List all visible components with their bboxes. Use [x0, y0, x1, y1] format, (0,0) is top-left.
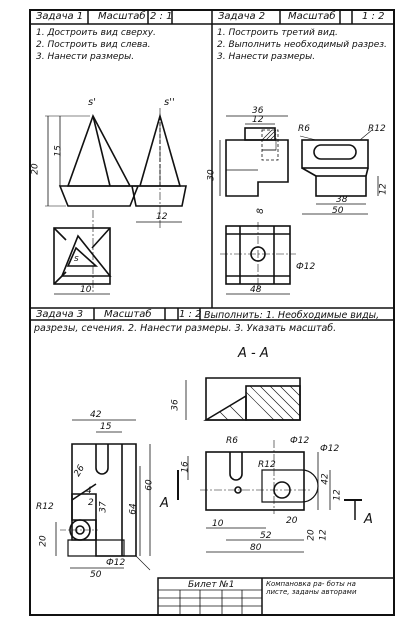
- task3-dim-80: 80: [250, 543, 262, 553]
- task2-label: Задача 2: [218, 11, 266, 22]
- task3-dim-20b: 20: [286, 516, 298, 526]
- task2-dim-12b: 12: [378, 183, 389, 195]
- task3-dim-64: 64: [128, 503, 139, 515]
- task1-item-3: 3. Нанести размеры.: [36, 52, 135, 62]
- task1-point-s2: s'': [164, 97, 175, 108]
- task1-dim-20: 20: [30, 163, 41, 175]
- task1-point-s: s: [74, 254, 79, 264]
- task3-dim-15: 15: [100, 422, 112, 432]
- task1-scale: 2 : 1: [150, 11, 173, 22]
- task3-dim-42: 42: [90, 410, 102, 420]
- task3-dim-r6: R6: [226, 436, 238, 446]
- task3-dim-2: 2: [88, 498, 94, 508]
- task1-dim-15: 15: [53, 145, 64, 157]
- ticket-number: Билет №1: [188, 580, 235, 590]
- task3-dim-20: 20: [38, 535, 49, 547]
- task2-dim-48: 48: [250, 285, 262, 295]
- task3-dim-12c: 12: [318, 529, 329, 541]
- task3-cut-a-right: А: [364, 512, 373, 527]
- task2-dim-30: 30: [206, 169, 217, 181]
- task3-section-label: А - А: [238, 346, 269, 361]
- task3-dim-r12b: R12: [36, 502, 54, 512]
- task3-dim-r12: R12: [258, 460, 276, 470]
- task2-drawing: [219, 115, 379, 295]
- task2-dim-36: 36: [252, 106, 264, 116]
- title-block: [157, 577, 395, 616]
- task3-drawing: [55, 377, 362, 571]
- task3-line-1: Выполнить: 1. Необходимые виды,: [204, 310, 380, 321]
- task2-dim-8: 8: [255, 208, 266, 214]
- task3-dim-12: 12: [332, 489, 343, 501]
- task3-scale: 1 : 2: [179, 309, 202, 320]
- task1-item-2: 2. Построить вид слева.: [36, 40, 151, 50]
- task3-dim-phi12a: Ф12: [290, 436, 310, 446]
- task2-scale-label: Масштаб: [288, 11, 336, 22]
- task3-scale-label: Масштаб: [104, 309, 152, 320]
- task2-dim-12: 12: [252, 115, 264, 125]
- task1-point-s1: s': [88, 97, 96, 108]
- task3-label: Задача 3: [36, 309, 84, 320]
- task3-dim-37: 37: [98, 501, 109, 513]
- task3-line-2: разрезы, сечения. 2. Нанести размеры. 3.…: [34, 323, 337, 334]
- task2-dim-38: 38: [336, 195, 348, 205]
- task1-dim-12: 12: [156, 212, 168, 222]
- task3-dim-4: 4: [86, 486, 92, 496]
- task3-dim-42b: 42: [320, 473, 331, 485]
- task2-item-3: 3. Нанести размеры.: [217, 52, 316, 62]
- task3-dim-16: 16: [180, 461, 191, 473]
- task2-item-2: 2. Выполнить необходимый разрез.: [217, 40, 387, 50]
- task3-dim-phi12b: Ф12: [106, 558, 126, 568]
- task3-dim-52: 52: [260, 531, 272, 541]
- task3-cut-a-left: А: [160, 496, 169, 511]
- task2-dim-phi12: Ф12: [296, 262, 316, 272]
- task1-dim-10: 10: [80, 285, 92, 295]
- task2-dim-50: 50: [332, 206, 344, 216]
- task1-label: Задача 1: [36, 11, 84, 22]
- task3-dim-36: 36: [170, 399, 181, 411]
- task1-drawing: [45, 108, 187, 295]
- task2-dim-r12: R12: [368, 124, 386, 134]
- task3-dim-20c: 20: [306, 529, 317, 541]
- task3-dim-phi12c: Ф12: [320, 444, 340, 454]
- task1-item-1: 1. Достроить вид сверху.: [36, 28, 156, 38]
- task2-scale: 1 : 2: [362, 11, 385, 22]
- title-block-note: Компановка ра- боты на листе, заданы авт…: [266, 580, 357, 596]
- task3-dim-60: 60: [144, 479, 155, 491]
- task3-dim-50: 50: [90, 570, 102, 580]
- task3-dim-10: 10: [212, 519, 224, 529]
- task2-item-1: 1. Построить третий вид.: [217, 28, 338, 38]
- task2-dim-r6: R6: [298, 124, 310, 134]
- task1-scale-label: Масштаб: [98, 11, 146, 22]
